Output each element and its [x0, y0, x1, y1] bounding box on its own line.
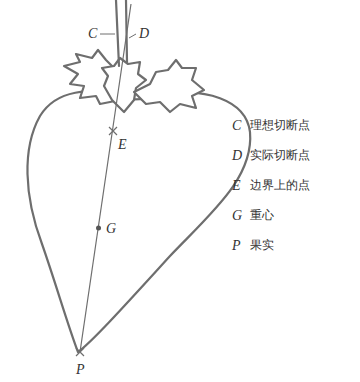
legend-text: 果实 — [250, 239, 274, 252]
fruit-outline — [27, 92, 250, 352]
center-of-gravity-dot — [96, 226, 101, 231]
legend-key: D — [232, 148, 242, 163]
legend-text: 重心 — [250, 209, 274, 222]
point-label: C — [88, 26, 97, 41]
cut-axis-line — [80, 4, 131, 352]
point-mark — [76, 348, 84, 356]
legend-key: G — [232, 208, 242, 223]
legend-key: E — [232, 178, 241, 193]
point-mark — [109, 127, 117, 135]
legend-text: 实际切断点 — [250, 149, 310, 162]
stem — [116, 0, 119, 66]
legend-key: C — [232, 118, 241, 133]
legend-text: 理想切断点 — [250, 119, 310, 132]
calyx-leaf-right — [134, 60, 204, 112]
point-label: P — [76, 362, 85, 377]
point-label: G — [106, 221, 116, 236]
point-label: E — [118, 137, 127, 152]
point-label: D — [139, 26, 149, 41]
calyx-leaf-center — [102, 58, 146, 112]
legend-key: P — [232, 238, 241, 253]
legend-text: 边界上的点 — [250, 179, 310, 192]
leader-line — [129, 34, 136, 38]
leader-line — [100, 34, 115, 35]
